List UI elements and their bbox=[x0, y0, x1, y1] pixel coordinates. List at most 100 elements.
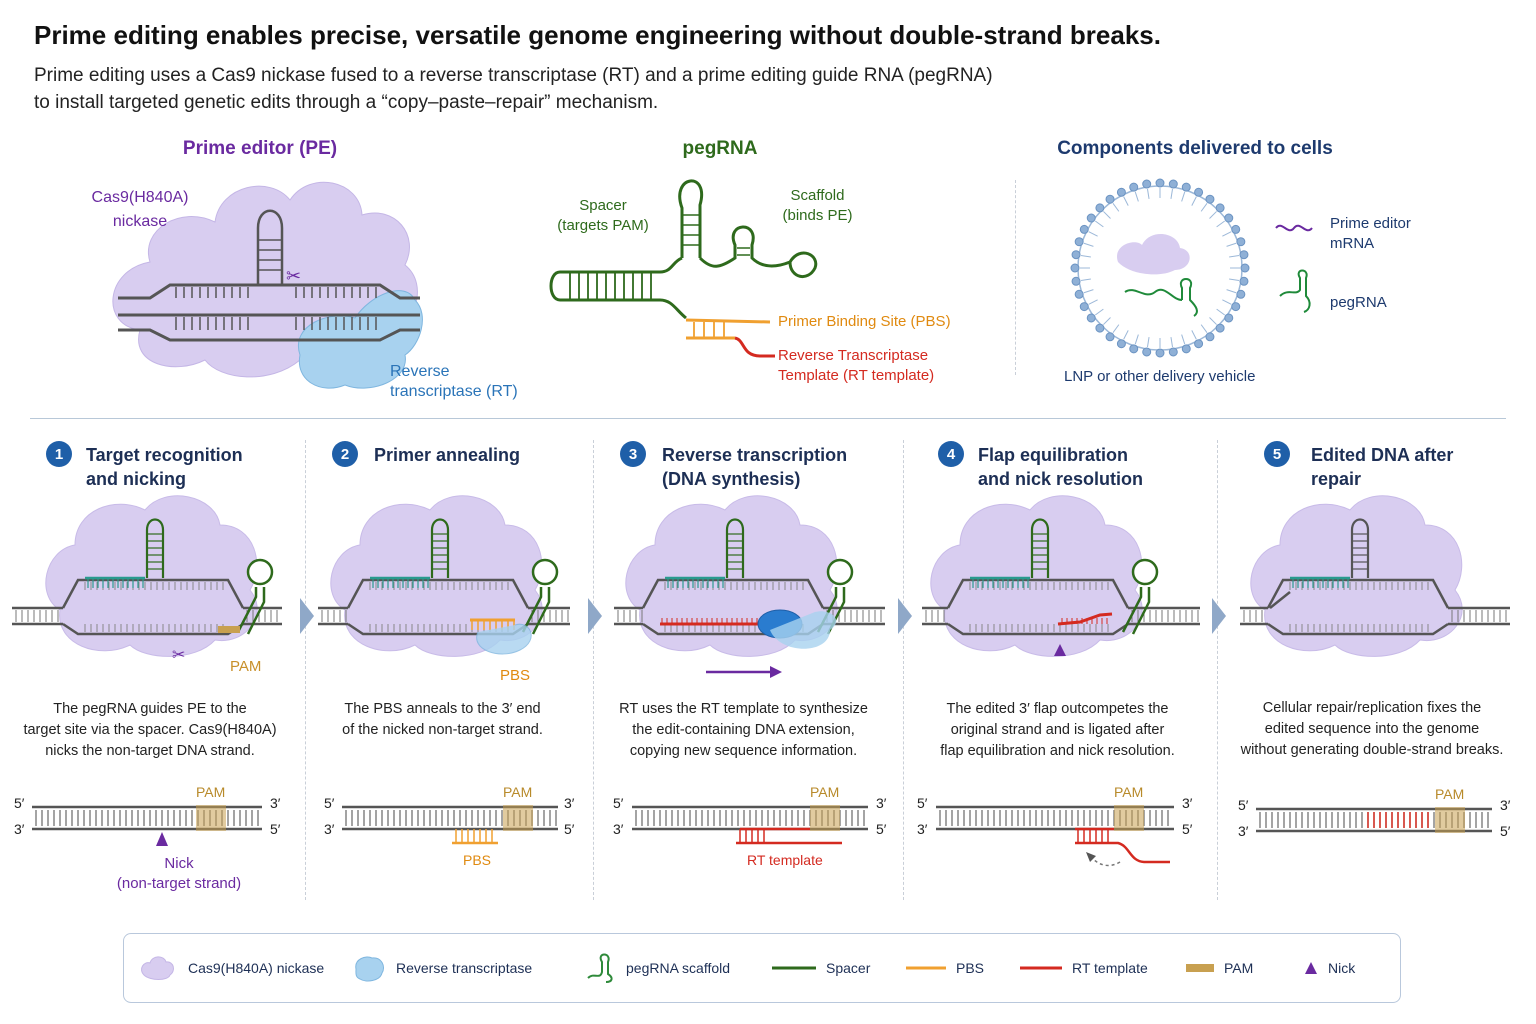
step-2-pbs-label: PBS bbox=[500, 667, 531, 684]
step-5-pegrna-hairpin bbox=[1350, 518, 1370, 578]
step-5-bubble-rungs bbox=[1289, 582, 1429, 632]
lipid-dot bbox=[1070, 263, 1080, 273]
open-top-strand bbox=[1266, 578, 1450, 609]
divider-step-4-5 bbox=[1217, 440, 1218, 900]
divider-step-3-4 bbox=[903, 440, 904, 900]
hairpin-stem bbox=[1030, 518, 1050, 578]
direction-arrow-head bbox=[770, 666, 782, 678]
step-2-right-duplex bbox=[528, 606, 570, 626]
lipid-dot bbox=[1231, 224, 1241, 234]
lipid-dot bbox=[1095, 323, 1105, 333]
step-arrow-4 bbox=[1212, 598, 1226, 634]
open-bottom-strand bbox=[947, 622, 1129, 636]
step-2-linear-pam-box bbox=[503, 805, 533, 831]
lipid-dot bbox=[1239, 250, 1249, 260]
step-2-bottom-3prime: 3′ bbox=[324, 821, 335, 837]
step-1-scissors-icon: ✂ bbox=[172, 645, 185, 664]
step-2-rt-blob bbox=[476, 623, 532, 655]
step-2-pbs-annealing bbox=[470, 618, 532, 655]
nick-triangle-icon bbox=[1305, 962, 1317, 974]
scaffold-stem bbox=[826, 587, 846, 635]
step-3-linear-rtt bbox=[736, 827, 842, 845]
lipid-dot bbox=[1205, 194, 1215, 204]
lipid-dot bbox=[1205, 332, 1215, 342]
step-1-right-duplex bbox=[243, 606, 282, 626]
step-5-cas9-cloud bbox=[1250, 495, 1463, 657]
lipid-dot bbox=[1215, 203, 1225, 213]
step-3-right-duplex bbox=[823, 606, 885, 626]
step-2-spacer bbox=[370, 576, 430, 588]
hairpin-stem bbox=[145, 518, 165, 578]
divider-top bbox=[1015, 180, 1016, 375]
lipid-dot bbox=[1181, 182, 1191, 192]
open-top-strand bbox=[61, 578, 245, 609]
lipid-dot bbox=[1142, 347, 1152, 357]
flap-tail bbox=[1075, 841, 1170, 864]
lipid-tail bbox=[1181, 191, 1186, 202]
step-4-linear-dna bbox=[936, 805, 1174, 831]
step-1-left-duplex bbox=[12, 606, 63, 626]
rt-template-line-icon bbox=[1020, 966, 1062, 970]
rt-template-label: Reverse Transcriptase Template (RT templ… bbox=[778, 347, 935, 384]
lipid-dot bbox=[1236, 237, 1246, 247]
lipid-dot bbox=[1071, 250, 1081, 260]
step-3-spacer bbox=[665, 576, 725, 588]
step-1-linear-pam-box bbox=[196, 805, 226, 831]
step-arrow-3 bbox=[898, 598, 912, 634]
step-4-open-bubble bbox=[946, 578, 1130, 636]
lipid-tail bbox=[1170, 188, 1174, 199]
step-1-open-bubble bbox=[61, 578, 245, 636]
step-1-top-3prime: 3′ bbox=[270, 795, 281, 811]
scaffold-stem bbox=[531, 587, 551, 635]
step-4-top-5prime: 5′ bbox=[917, 795, 928, 811]
edited-flap bbox=[1057, 612, 1113, 626]
section-divider bbox=[30, 418, 1506, 419]
step-3-title: Reverse transcription(DNA synthesis) bbox=[662, 445, 848, 489]
scaffold-loop bbox=[246, 558, 274, 586]
legend-rtt-label: RT template bbox=[1072, 960, 1148, 976]
delivery-title: Components delivered to cells bbox=[1057, 138, 1333, 159]
lipid-dot bbox=[1074, 289, 1084, 299]
lipid-dot bbox=[1105, 332, 1115, 342]
divider-step-2-3 bbox=[593, 440, 594, 900]
scaffold-stem bbox=[246, 587, 266, 635]
lipid-tail bbox=[1112, 324, 1120, 334]
lipid-tail bbox=[1123, 330, 1129, 340]
open-bottom-strand bbox=[642, 622, 824, 636]
open-top-strand bbox=[346, 578, 530, 609]
step-1-nick-label: Nick(non-target strand) bbox=[116, 855, 242, 892]
step-3-open-bubble bbox=[641, 578, 825, 636]
lipid-tail bbox=[1226, 242, 1237, 247]
step-1-spacer bbox=[85, 576, 145, 588]
rt-enzyme bbox=[757, 609, 803, 639]
scaffold-stem bbox=[1121, 587, 1143, 633]
legend-cas9: Cas9(H840A) nickase bbox=[138, 934, 324, 1002]
step-4-linear-pam: PAM bbox=[1114, 784, 1144, 800]
step-2-cas9-cloud bbox=[330, 495, 543, 657]
lipid-tail bbox=[1094, 308, 1104, 316]
cas9-label: Cas9(H840A) nickase bbox=[91, 189, 189, 230]
pbs-label: Primer Binding Site (PBS) bbox=[778, 313, 951, 330]
step-2-linear-dna bbox=[342, 805, 558, 831]
step-2-top-3prime: 3′ bbox=[564, 795, 575, 811]
lipid-tail bbox=[1191, 196, 1197, 206]
lipid-dot bbox=[1074, 237, 1084, 247]
scaffold-loop bbox=[531, 558, 559, 586]
lipid-dot bbox=[1168, 179, 1178, 189]
step-arrow-1 bbox=[300, 598, 314, 634]
step-5-left-duplex bbox=[1240, 606, 1268, 626]
legend-pbs: PBS bbox=[906, 934, 984, 1002]
step-5-right-duplex bbox=[1448, 606, 1510, 626]
lipid-tail bbox=[1181, 334, 1186, 345]
step-4-pegrna-hairpin bbox=[1030, 518, 1050, 578]
pegrna-title: pegRNA bbox=[682, 138, 758, 159]
lipid-dot bbox=[1224, 313, 1234, 323]
open-bottom-strand bbox=[347, 622, 529, 636]
scaffold-loop bbox=[826, 558, 854, 586]
subtitle-line-1: Prime editing uses a Cas9 nickase fused … bbox=[34, 65, 993, 86]
step-5-bottom-5prime: 5′ bbox=[1500, 823, 1511, 839]
lipid-dot bbox=[1240, 263, 1250, 273]
open-bottom-strand bbox=[62, 622, 244, 636]
